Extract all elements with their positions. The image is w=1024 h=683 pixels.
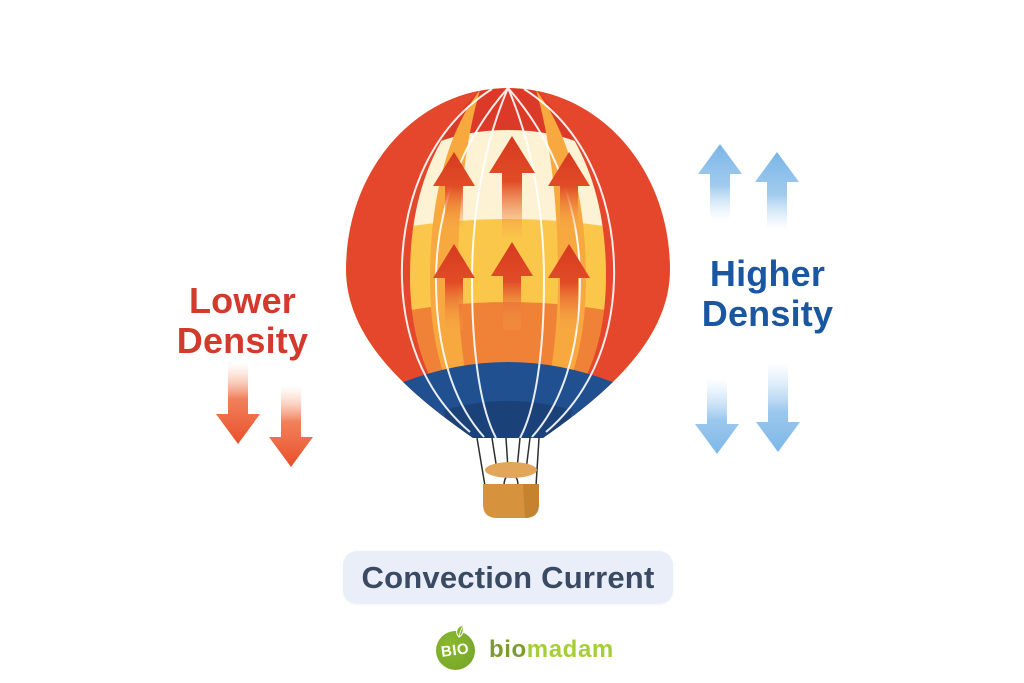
gore-lines xyxy=(400,88,616,438)
bio-badge: BIO xyxy=(436,623,475,670)
lower-density-label: Lower Density xyxy=(150,281,335,360)
higher-density-line2: Density xyxy=(701,292,834,334)
brand-part1: bio xyxy=(489,636,527,663)
higher-density-label: Higher Density xyxy=(675,254,860,333)
lower-density-line2: Density xyxy=(176,319,309,361)
lower-density-arrows-icon xyxy=(216,362,313,467)
brand-name: biomadam xyxy=(489,636,614,664)
caption-text: Convection Current xyxy=(361,559,655,595)
brand-part2: madam xyxy=(526,636,614,663)
higher-density-up-arrows-icon xyxy=(698,144,799,230)
balloon-ropes xyxy=(476,437,540,487)
higher-density-line1: Higher xyxy=(709,253,826,294)
bio-badge-text: BIO xyxy=(440,639,471,661)
caption-badge: Convection Current xyxy=(343,551,673,604)
heat-rise-arrows-icon xyxy=(433,136,590,330)
lower-density-line1: Lower xyxy=(188,280,296,321)
balloon-basket xyxy=(483,462,539,518)
higher-density-down-arrows-icon xyxy=(695,362,800,454)
hot-air-balloon-illustration xyxy=(346,88,670,518)
biomadam-logo: BIO biomadam xyxy=(436,623,614,672)
leaf-icon xyxy=(456,623,464,638)
